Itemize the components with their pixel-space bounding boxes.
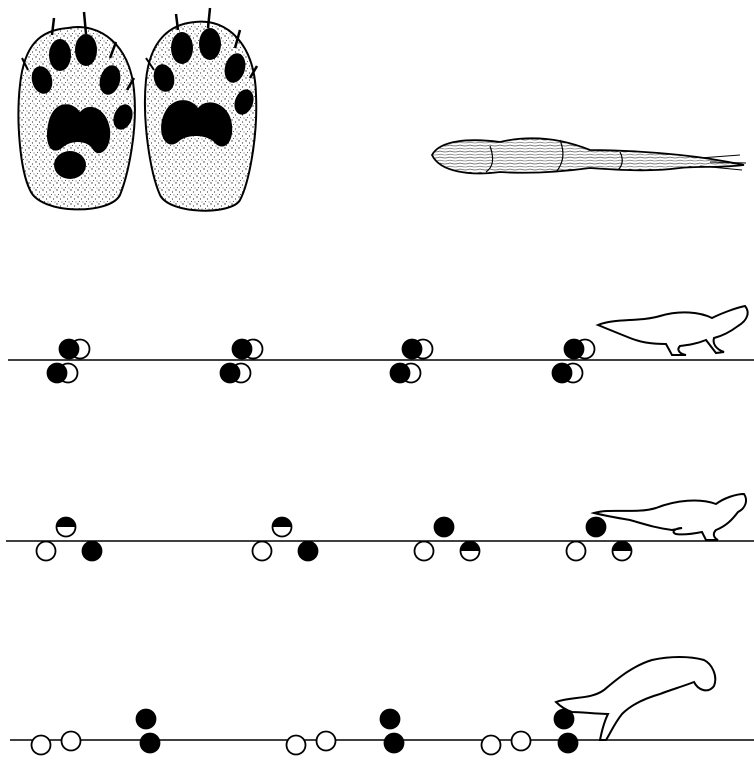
footprint-bottom xyxy=(37,542,56,561)
footprint-group xyxy=(48,340,90,383)
footprint-top xyxy=(273,518,292,537)
footprint-open xyxy=(62,732,81,751)
footprint-bottom xyxy=(415,542,434,561)
footprint-group xyxy=(555,710,578,753)
footprint-open xyxy=(512,732,531,751)
footprint-open xyxy=(482,736,501,755)
footprint-bottom xyxy=(461,542,480,561)
footprint-front xyxy=(60,340,79,359)
footprint-front xyxy=(48,364,67,383)
trotting-mustelid-silhouette xyxy=(594,494,746,540)
footprint-group xyxy=(37,518,102,561)
footprint-top xyxy=(587,518,606,537)
footprint-front xyxy=(403,340,422,359)
footprint-top xyxy=(435,518,454,537)
footprint-group xyxy=(287,732,336,755)
footprint-top xyxy=(57,518,76,537)
footprint-bottom xyxy=(567,542,586,561)
bound-row xyxy=(10,710,754,755)
footprint-group xyxy=(381,710,404,753)
scat-dropping xyxy=(432,138,746,173)
footprint-group xyxy=(137,710,160,753)
walking-mustelid-silhouette xyxy=(598,306,748,355)
footprint-group xyxy=(253,518,318,561)
footprint-front xyxy=(553,364,572,383)
footprint-front xyxy=(221,364,240,383)
footprint-group xyxy=(391,340,433,383)
footprint-front xyxy=(565,340,584,359)
footprint-group xyxy=(221,340,263,383)
footprint-bottom xyxy=(253,542,272,561)
footprint-open xyxy=(32,736,51,755)
footprint-solid xyxy=(385,734,404,753)
bounding-mustelid-silhouette xyxy=(556,657,715,740)
footprint-solid xyxy=(559,734,578,753)
footprint-bottom xyxy=(83,542,102,561)
footprint-open xyxy=(317,732,336,751)
walk-row xyxy=(8,340,754,383)
hind-paw-print xyxy=(145,8,257,211)
footprint-solid xyxy=(381,710,400,729)
front-paw-print xyxy=(18,12,135,209)
footprint-front xyxy=(391,364,410,383)
footprint-solid xyxy=(141,734,160,753)
footprint-front xyxy=(233,340,252,359)
footprint-solid xyxy=(137,710,156,729)
footprint-bottom xyxy=(299,542,318,561)
footprint-group xyxy=(482,732,531,755)
footprint-open xyxy=(287,736,306,755)
footprint-bottom xyxy=(613,542,632,561)
footprint-group xyxy=(32,732,81,755)
footprint-group xyxy=(553,340,595,383)
footprint-group xyxy=(415,518,480,561)
footprint-group xyxy=(567,518,632,561)
